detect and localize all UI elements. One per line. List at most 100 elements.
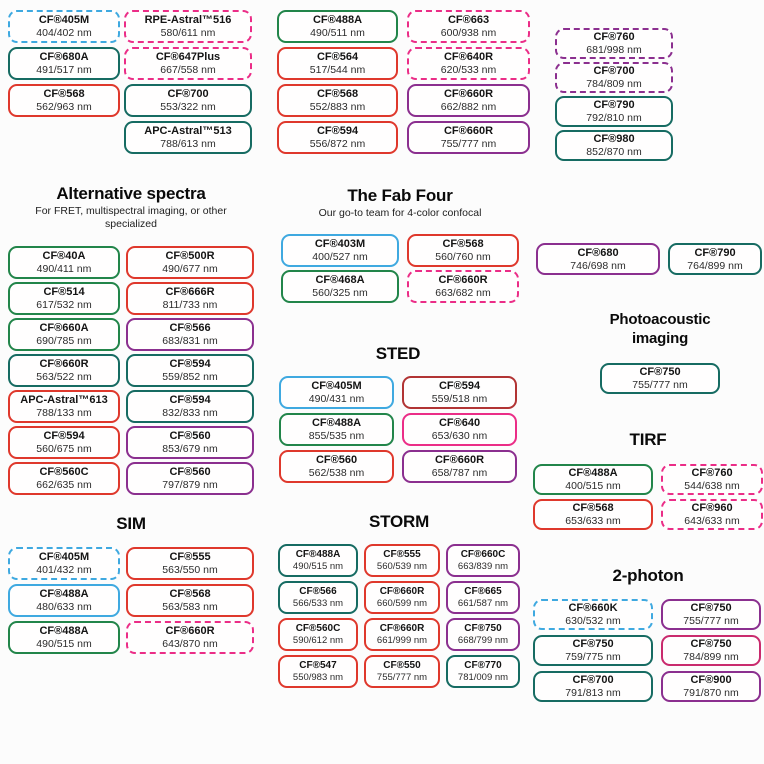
section-fab-four: The Fab Four Our go-to team for 4-color … — [281, 186, 519, 303]
dye-wavelengths: 668/799 nm — [457, 635, 509, 646]
dye-wavelengths: 491/517 nm — [36, 64, 92, 76]
dye-name: CF®750 — [572, 638, 614, 650]
dye-wavelengths: 404/402 nm — [36, 27, 92, 39]
dye-name: APC-Astral™513 — [144, 125, 232, 137]
dye-name: CF®980 — [593, 133, 635, 145]
dye-name: CF®40A — [42, 250, 86, 262]
dye-name: CF®568 — [169, 588, 211, 600]
dye-name: CF®660R — [438, 274, 488, 286]
dye-name: CF®555 — [169, 551, 211, 563]
dye-wavelengths: 400/515 nm — [565, 480, 621, 492]
dye-wavelengths: 781/009 nm — [457, 672, 509, 683]
dye-wavelengths: 401/432 nm — [36, 564, 92, 576]
dye-wavelengths: 667/558 nm — [160, 64, 216, 76]
dye-wavelengths: 759/775 nm — [565, 651, 621, 663]
dye-name: CF®663 — [447, 14, 490, 26]
dye-wavelengths: 590/612 nm — [292, 635, 344, 646]
dye-wavelengths: 832/833 nm — [162, 407, 218, 419]
dye-name: CF®566 — [299, 586, 337, 597]
dye-name: CF®594 — [438, 380, 481, 392]
dye-name: CF®770 — [464, 660, 502, 671]
dye-wavelengths: 797/879 nm — [162, 479, 218, 491]
dye-wavelengths: 559/518 nm — [431, 393, 488, 405]
dye-wavelengths: 788/613 nm — [160, 138, 216, 150]
dye-name: CF®700 — [167, 88, 209, 100]
dye-wavelengths: 661/999 nm — [376, 635, 428, 646]
dye-name: CF®660R — [443, 88, 494, 100]
dye-wavelengths: 853/679 nm — [162, 443, 218, 455]
dye-name: CF®555 — [383, 549, 421, 560]
dye-wavelengths: 755/777 nm — [632, 379, 688, 391]
dye-name: CF®640R — [443, 51, 494, 63]
dye-name: CF®660R — [39, 358, 89, 370]
dye-name: CF®594 — [169, 358, 211, 370]
dye-wavelengths: 560/325 nm — [312, 287, 368, 299]
section-title: TIRF — [629, 430, 667, 449]
dye-wavelengths: 553/322 nm — [160, 101, 216, 113]
section-title: STORM — [368, 512, 430, 531]
dye-wavelengths: 653/630 nm — [431, 430, 488, 442]
dye-name: CF®660R — [379, 623, 425, 634]
dye-wavelengths: 490/511 nm — [310, 27, 365, 39]
dye-name: CF®488A — [568, 467, 618, 479]
dye-name: APC-Astral™613 — [20, 394, 108, 406]
dye-wavelengths: 559/852 nm — [162, 371, 218, 383]
dye-wavelengths: 755/777 nm — [440, 138, 497, 150]
dye-name: CF®750 — [690, 638, 732, 650]
dye-wavelengths: 788/133 nm — [36, 407, 92, 419]
dye-wavelengths: 556/872 nm — [309, 138, 366, 150]
dye-name: CF®560 — [169, 466, 211, 478]
dye-wavelengths: 681/998 nm — [586, 44, 642, 56]
dye-wavelengths: 580/611 nm — [160, 27, 216, 39]
dye-name: CF®960 — [691, 502, 733, 514]
dye-name: CF®750 — [639, 366, 681, 378]
dye-name: CF®665 — [464, 586, 502, 597]
dye-wavelengths: 791/870 nm — [683, 687, 739, 699]
dye-name: CF®550 — [383, 660, 421, 671]
dye-wavelengths: 643/633 nm — [684, 515, 740, 527]
dye-wavelengths: 560/760 nm — [435, 251, 491, 263]
dye-name: CF®560C — [295, 623, 341, 634]
dye-wavelengths: 400/527 nm — [312, 251, 368, 263]
